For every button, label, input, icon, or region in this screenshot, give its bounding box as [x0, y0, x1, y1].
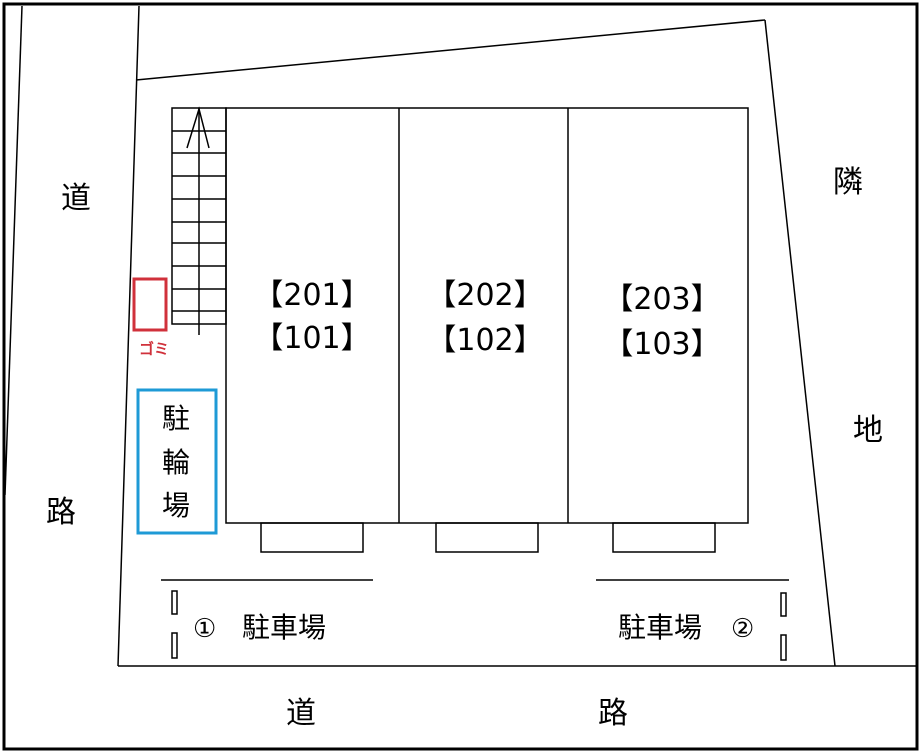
road-left-label-top: 道 [61, 181, 91, 216]
unit-103-label: 【103】 [603, 327, 720, 362]
road-left-label-bottom: 路 [46, 495, 76, 530]
balcony [435, 522, 539, 553]
unit-201-label: 【201】 [253, 278, 370, 313]
parking-1-label: 駐車場 [242, 611, 326, 644]
balcony [612, 522, 716, 553]
parking-marker [171, 632, 178, 659]
road-edge-far-left [4, 5, 23, 496]
unit-101-label: 【101】 [253, 321, 370, 356]
parking-2-number: ② [731, 614, 754, 644]
bicycle-parking-char: 駐 [162, 402, 190, 435]
unit-202-label: 【202】 [426, 278, 543, 313]
neighbor-label-top: 隣 [833, 165, 863, 200]
garbage-label: ゴミ [139, 340, 169, 358]
unit-203-label: 【203】 [603, 282, 720, 317]
site-boundary-right [764, 19, 836, 667]
neighbor-label-bottom: 地 [853, 413, 883, 448]
staircase [171, 106, 227, 335]
unit-102-label: 【102】 [426, 323, 543, 358]
balcony [260, 522, 364, 553]
site-boundary-top [135, 19, 766, 81]
site-boundary-left [117, 5, 140, 667]
road-bottom-label-right: 路 [598, 696, 628, 731]
garbage-area [132, 277, 168, 332]
parking-2-label: 駐車場 [618, 611, 702, 644]
parking-marker [171, 590, 178, 615]
bicycle-parking-area [136, 388, 218, 535]
bicycle-parking-char: 場 [162, 489, 190, 522]
bicycle-parking-char: 輪 [162, 446, 190, 479]
parking-marker [780, 592, 787, 617]
parking-1-number: ① [193, 614, 216, 644]
stair-up-arrow-icon [186, 106, 210, 149]
road-bottom-label-left: 道 [286, 696, 316, 731]
parking-marker [780, 634, 787, 661]
